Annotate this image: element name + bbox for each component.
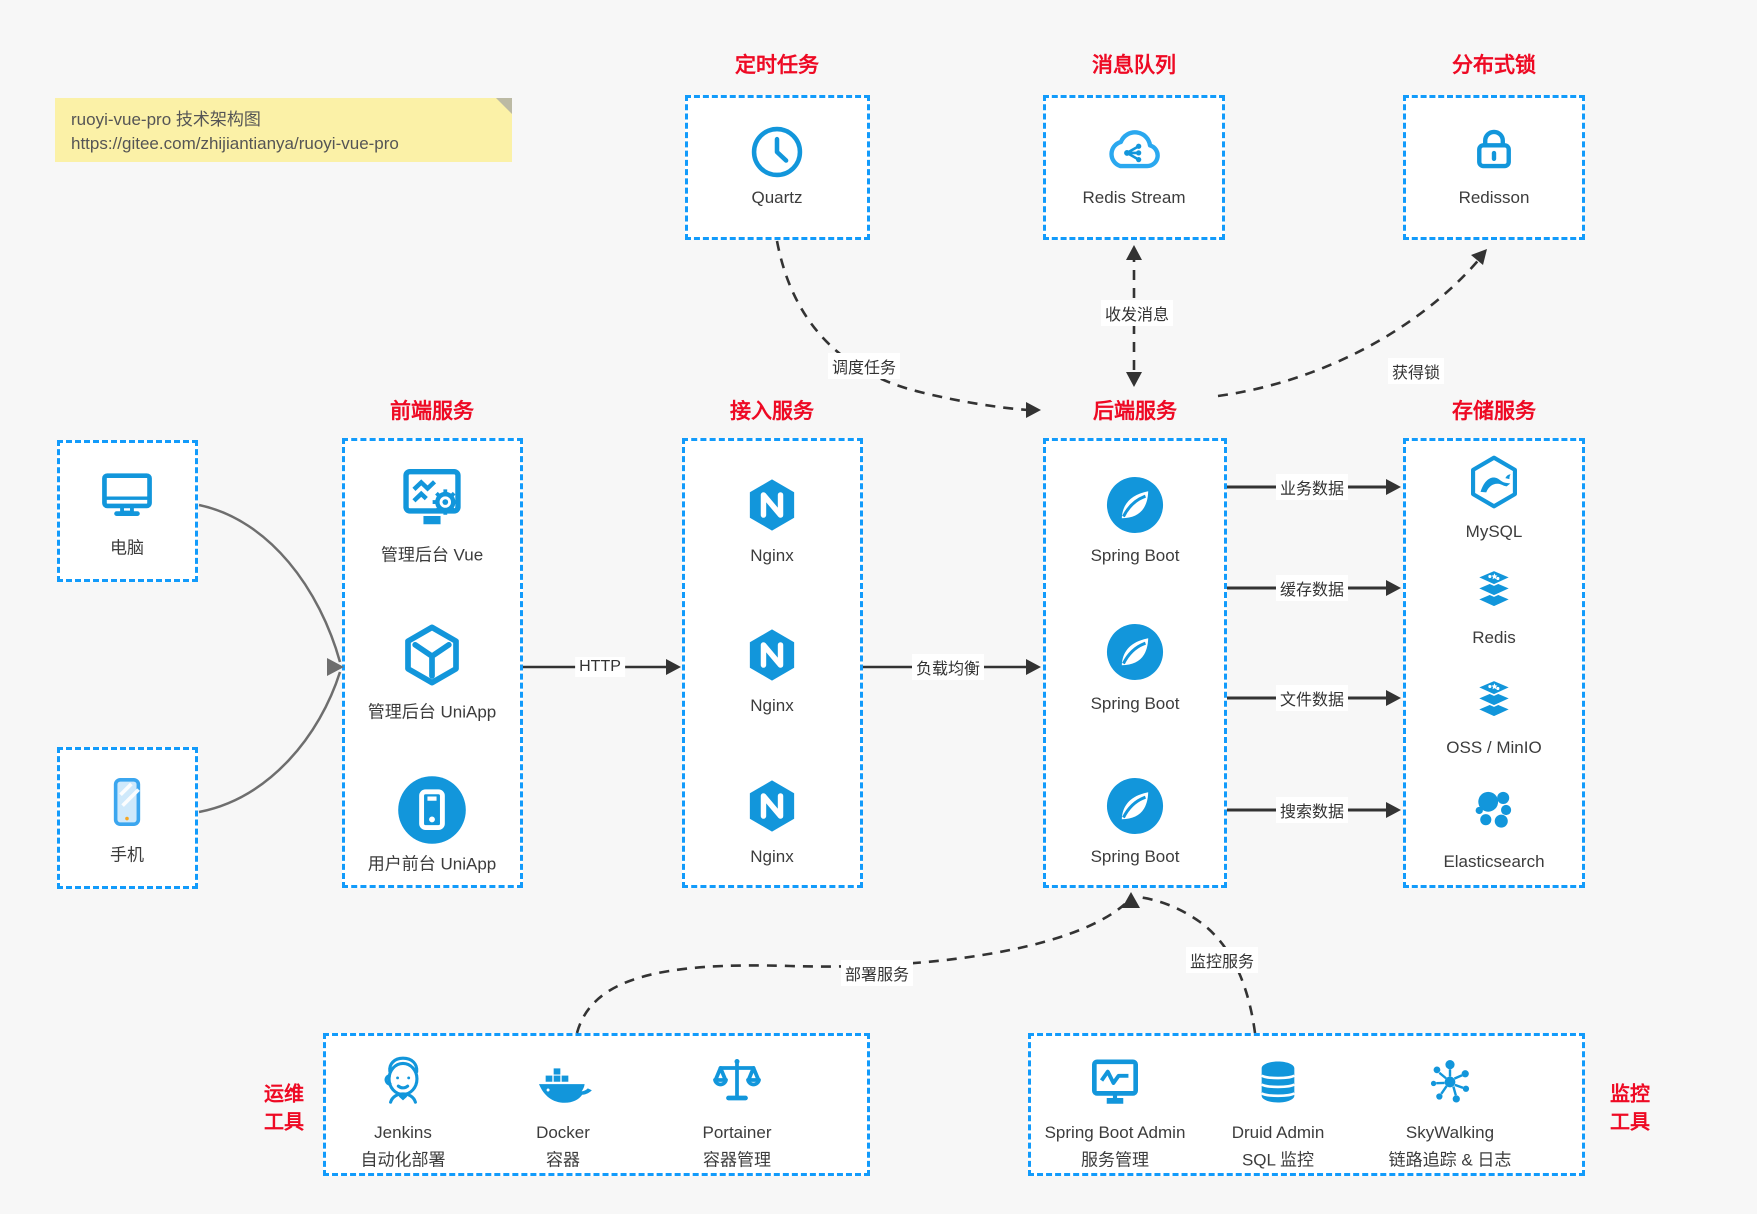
lock-icon <box>1463 119 1525 181</box>
node-label-quartz: Quartz <box>751 188 803 207</box>
edge-label-message: 收发消息 <box>1100 300 1174 326</box>
storage-box <box>1403 438 1585 888</box>
node-label-portainer: Portainer <box>702 1123 772 1142</box>
edge-label-dispatch: 调度任务 <box>827 353 901 379</box>
mq-box <box>1043 95 1225 240</box>
node-label-nginx-2: Nginx <box>750 696 794 715</box>
layer-stack-icon <box>1465 673 1523 731</box>
edge-label-cache-data: 缓存数据 <box>1275 575 1349 601</box>
node-sublabel-portainer: 容器管理 <box>703 1150 771 1170</box>
section-title-mq: 消息队列 <box>1092 54 1176 77</box>
node-label-sba: Spring Boot Admin <box>1044 1123 1186 1142</box>
node-label-admin-vue: 管理后台 Vue <box>380 545 484 565</box>
database-icon <box>1250 1054 1306 1110</box>
edge-dispatch <box>775 240 1029 412</box>
node-label-nginx-1: Nginx <box>750 546 794 565</box>
cloud-share-icon <box>1099 115 1169 185</box>
lock-box <box>1403 95 1585 240</box>
node-label-admin-uniapp: 管理后台 UniApp <box>367 702 497 722</box>
edge-mobile-to-frontend <box>198 671 342 814</box>
node-sublabel-jenkins: 自动化部署 <box>360 1150 446 1170</box>
node-label-nginx-3: Nginx <box>750 847 794 866</box>
node-label-spring-3: Spring Boot <box>1090 847 1180 866</box>
note-fold-corner <box>496 98 512 114</box>
layer-stack-icon <box>1465 563 1523 621</box>
node-label-mobile: 手机 <box>110 845 144 865</box>
node-label-redis: Redis <box>1472 628 1516 647</box>
spring-leaf-icon <box>1102 773 1168 839</box>
node-label-druid: Druid Admin <box>1231 1123 1325 1142</box>
clock-icon <box>745 120 809 184</box>
spring-leaf-icon <box>1102 472 1168 538</box>
node-label-spring-1: Spring Boot <box>1090 546 1180 565</box>
section-title-scheduler: 定时任务 <box>735 54 819 77</box>
section-title-monitor-line1: 监控 <box>1610 1083 1650 1106</box>
edge-label-monitor: 监控服务 <box>1185 947 1259 973</box>
node-label-pc: 电脑 <box>110 538 144 558</box>
elasticsearch-cluster-icon <box>1465 781 1523 839</box>
nginx-icon <box>741 624 803 686</box>
node-sublabel-sba: 服务管理 <box>1081 1150 1149 1170</box>
ops-box <box>323 1033 870 1176</box>
edge-label-http: HTTP <box>575 657 625 677</box>
smartphone-icon <box>96 771 158 833</box>
desktop-icon <box>94 463 160 529</box>
edge-pc-to-frontend <box>198 503 342 663</box>
nginx-icon <box>741 775 803 837</box>
mobile-app-icon <box>393 771 471 849</box>
mysql-dolphin-icon <box>1463 451 1525 513</box>
node-label-es: Elasticsearch <box>1443 852 1545 871</box>
section-title-frontend: 前端服务 <box>390 400 474 423</box>
section-title-lock: 分布式锁 <box>1452 54 1536 77</box>
scales-icon <box>707 1052 767 1112</box>
node-label-docker: Docker <box>536 1123 590 1142</box>
node-label-spring-2: Spring Boot <box>1090 694 1180 713</box>
sticky-note: ruoyi-vue-pro 技术架构图 https://gitee.com/zh… <box>55 98 512 162</box>
node-label-redis-stream: Redis Stream <box>1082 188 1186 207</box>
node-label-redisson: Redisson <box>1458 188 1530 207</box>
edge-label-load-balance: 负载均衡 <box>911 654 985 680</box>
node-label-user-uniapp: 用户前台 UniApp <box>367 854 497 874</box>
edge-label-business-data: 业务数据 <box>1275 474 1349 500</box>
section-title-gateway: 接入服务 <box>730 400 814 423</box>
node-sublabel-docker: 容器 <box>546 1150 580 1170</box>
cube-icon <box>396 619 468 691</box>
edge-label-deploy: 部署服务 <box>840 960 914 986</box>
nginx-icon <box>741 474 803 536</box>
node-sublabel-druid: SQL 监控 <box>1241 1150 1315 1170</box>
node-label-mysql: MySQL <box>1465 522 1523 541</box>
section-title-monitor-line2: 工具 <box>1610 1111 1650 1134</box>
section-title-ops-line1: 运维 <box>264 1083 304 1106</box>
node-label-skywalking: SkyWalking <box>1405 1123 1495 1142</box>
docker-whale-icon <box>531 1050 595 1114</box>
monitor-box <box>1028 1033 1585 1176</box>
network-nodes-icon <box>1421 1053 1479 1111</box>
edge-label-search-data: 搜索数据 <box>1275 797 1349 823</box>
node-label-oss: OSS / MinIO <box>1446 738 1542 757</box>
node-sublabel-skywalking: 链路追踪 & 日志 <box>1388 1150 1512 1170</box>
spring-leaf-icon <box>1102 619 1168 685</box>
section-title-backend: 后端服务 <box>1093 400 1177 423</box>
scheduler-box <box>685 95 870 240</box>
note-title: ruoyi-vue-pro 技术架构图 <box>71 110 261 129</box>
jenkins-butler-icon <box>372 1051 434 1113</box>
node-label-jenkins: Jenkins <box>374 1123 432 1142</box>
edge-label-acquire-lock: 获得锁 <box>1387 358 1445 384</box>
edge-label-file-data: 文件数据 <box>1275 685 1349 711</box>
section-title-storage: 存储服务 <box>1452 400 1536 423</box>
note-url: https://gitee.com/zhijiantianya/ruoyi-vu… <box>71 134 399 153</box>
section-title-ops-line2: 工具 <box>264 1111 304 1134</box>
admin-dashboard-icon <box>394 459 470 535</box>
monitor-pulse-icon <box>1084 1051 1146 1113</box>
